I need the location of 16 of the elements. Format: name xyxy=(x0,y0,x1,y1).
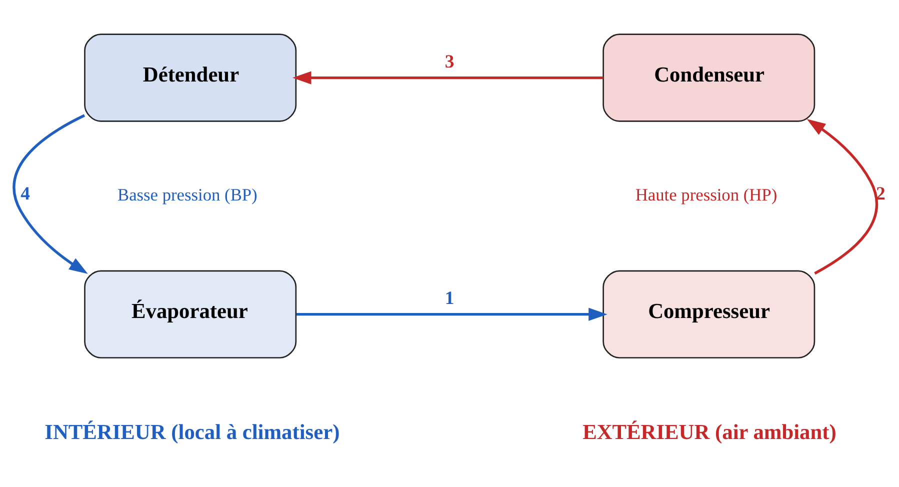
label: EXTÉRIEUR (air ambiant) xyxy=(582,420,836,444)
node-box: Détendeur xyxy=(84,34,297,122)
label: INTÉRIEUR (local à climatiser) xyxy=(44,420,340,444)
arrow xyxy=(12,114,88,274)
label: Basse pression (BP) xyxy=(118,186,258,205)
node-box: Évaporateur xyxy=(84,270,297,358)
edge-label: 2 xyxy=(876,184,886,205)
node-box: Condenseur xyxy=(602,34,816,122)
arrow xyxy=(292,71,604,84)
arrow xyxy=(296,308,608,321)
edge-label: 3 xyxy=(444,51,454,72)
arrow xyxy=(806,118,878,275)
node-box: Compresseur xyxy=(602,270,816,358)
edge-label: 1 xyxy=(444,288,454,309)
label: Haute pression (HP) xyxy=(635,186,778,205)
edge-label: 4 xyxy=(20,184,30,205)
